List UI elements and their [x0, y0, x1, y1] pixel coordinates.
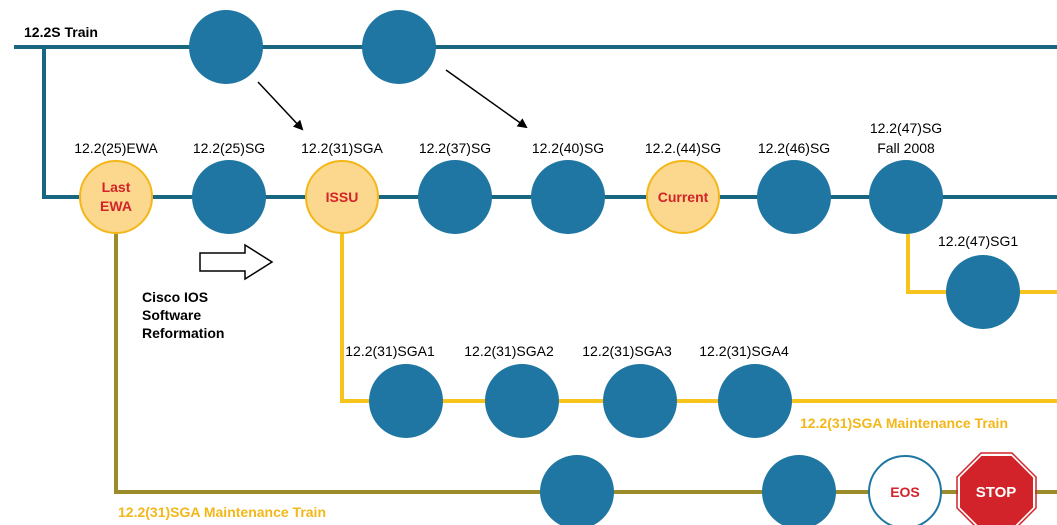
label-37sg: 12.2(37)SG [419, 140, 491, 156]
node-current [646, 160, 720, 234]
reformation-arrow-icon [199, 243, 274, 281]
node-last-ewa [79, 160, 153, 234]
top-node-1 [189, 10, 263, 84]
reformation-line-3: Reformation [142, 325, 224, 341]
label-47sg-date: Fall 2008 [877, 140, 935, 156]
last-ewa-text-2: EWA [100, 198, 132, 214]
top-train-label: 12.2S Train [24, 24, 98, 40]
node-sga4 [718, 364, 792, 438]
node-sga1 [369, 364, 443, 438]
node-eos [868, 455, 942, 525]
stop-text: STOP [976, 484, 1017, 501]
node-olive-2 [762, 455, 836, 525]
current-text: Current [658, 189, 709, 205]
sga-maint-train-label: 12.2(31)SGA Maintenance Train [800, 415, 1008, 431]
top-node-2 [362, 10, 436, 84]
node-25sg [192, 160, 266, 234]
sga-maint-line [340, 197, 1057, 403]
label-31sga: 12.2(31)SGA [301, 140, 383, 156]
reformation-line-1: Cisco IOS [142, 289, 208, 305]
label-25sg: 12.2(25)SG [193, 140, 265, 156]
node-37sg [418, 160, 492, 234]
arrow-to-40sg [445, 69, 528, 129]
node-47sg [869, 160, 943, 234]
label-47sg1: 12.2(47)SG1 [938, 233, 1018, 249]
label-ewa: 12.2(25)EWA [74, 140, 158, 156]
node-sga2 [485, 364, 559, 438]
node-issu [305, 160, 379, 234]
node-46sg [757, 160, 831, 234]
node-40sg [531, 160, 605, 234]
label-40sg: 12.2(40)SG [532, 140, 604, 156]
label-44sg: 12.2.(44)SG [645, 140, 721, 156]
last-ewa-text-1: Last [102, 179, 131, 195]
stop-sign-outline [956, 452, 1037, 525]
olive-maint-train-label: 12.2(31)SGA Maintenance Train [118, 504, 326, 520]
label-47sg: 12.2(47)SG [870, 120, 942, 136]
label-sga4: 12.2(31)SGA4 [699, 343, 789, 359]
stop-sign [958, 454, 1035, 525]
issu-text: ISSU [326, 189, 359, 205]
reformation-line-2: Software [142, 307, 201, 323]
node-olive-1 [540, 455, 614, 525]
eos-text: EOS [890, 484, 920, 500]
arrow-to-sga [257, 81, 304, 131]
node-47sg1 [946, 255, 1020, 329]
label-sga3: 12.2(31)SGA3 [582, 343, 672, 359]
label-sga2: 12.2(31)SGA2 [464, 343, 554, 359]
label-46sg: 12.2(46)SG [758, 140, 830, 156]
olive-maint-line [114, 197, 1057, 494]
node-sga3 [603, 364, 677, 438]
label-sga1: 12.2(31)SGA1 [345, 343, 435, 359]
